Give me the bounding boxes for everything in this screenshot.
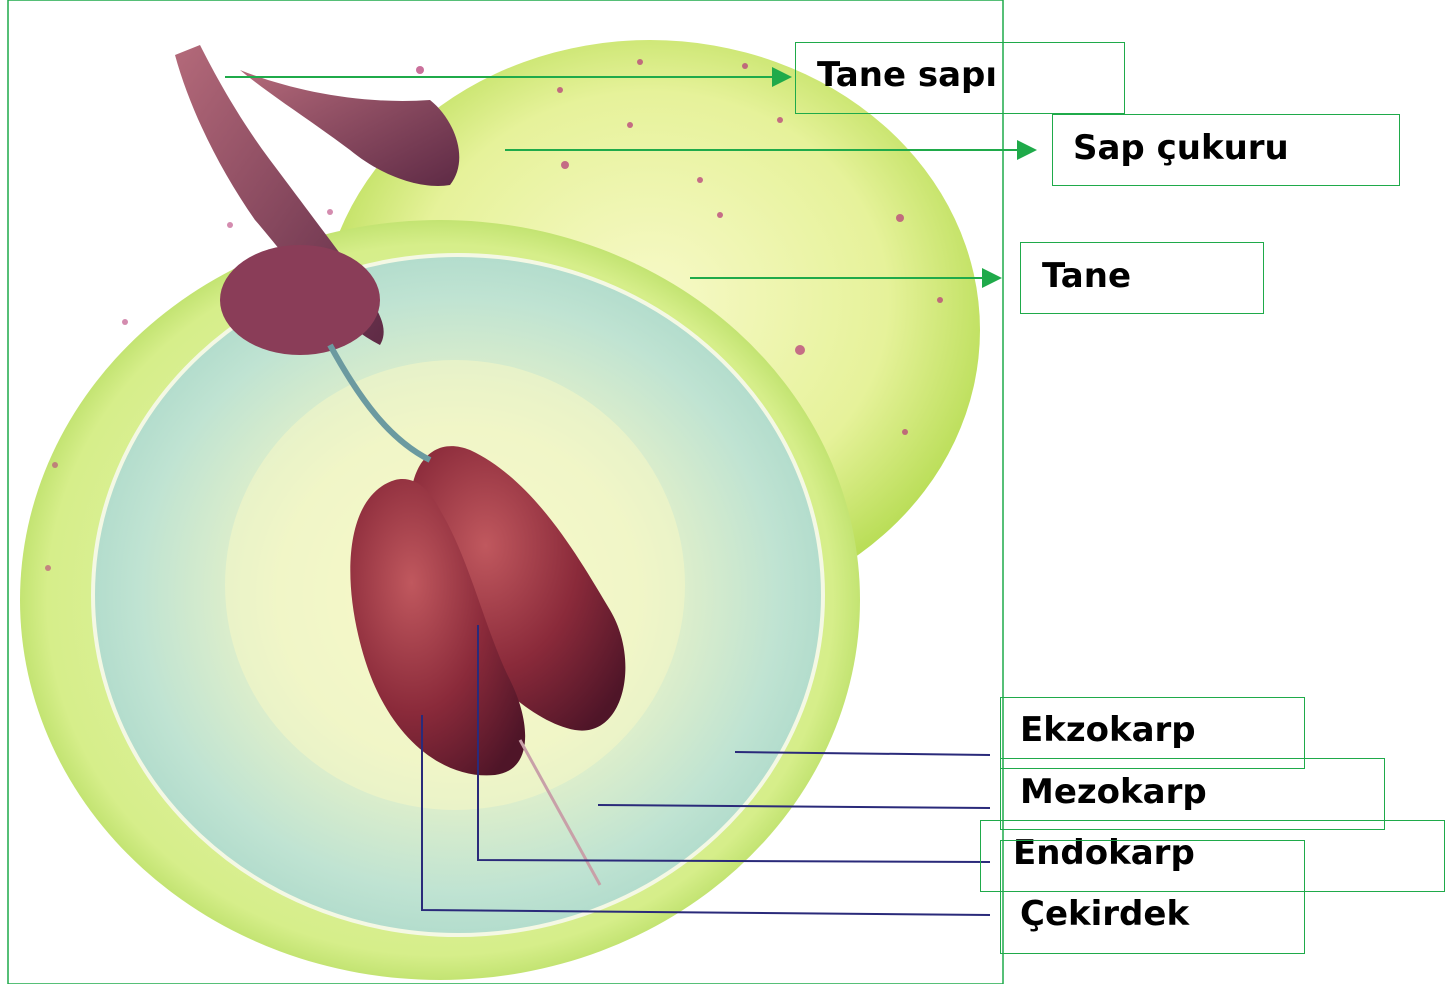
label-tane: Tane [1042,259,1131,293]
label-tane-sapi: Tane sapı [817,58,997,92]
label-sap-cukuru: Sap çukuru [1073,131,1289,165]
label-cekirdek: Çekirdek [1020,897,1189,931]
label-mezokarp: Mezokarp [1020,775,1207,809]
stem-cup-front [220,245,380,355]
label-ekzokarp: Ekzokarp [1020,713,1196,747]
